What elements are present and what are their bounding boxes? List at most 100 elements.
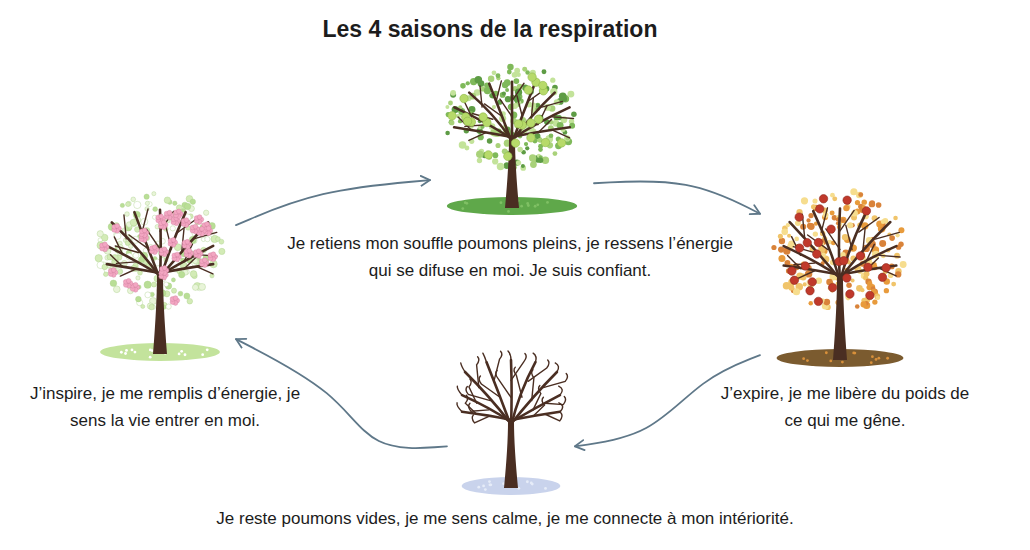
caption-box: Je retiens mon souffle poumons pleins, j…: [275, 230, 745, 284]
ground-dot: [870, 361, 873, 364]
leaf: [502, 82, 508, 88]
leaf: [475, 76, 483, 84]
tree-twig: [496, 371, 511, 398]
ground-dot: [124, 352, 127, 355]
leaf: [786, 223, 790, 227]
leaf: [126, 201, 131, 206]
tree-branch: [813, 211, 840, 281]
ground-dot: [125, 349, 128, 352]
tree-twig: [545, 413, 562, 421]
tree-trunk: [153, 275, 167, 354]
fruit: [878, 273, 886, 281]
fruit: [846, 290, 854, 298]
leaf: [879, 240, 886, 247]
ground-dot: [489, 483, 492, 486]
fruit: [864, 263, 872, 271]
leaf: [203, 210, 208, 215]
fruit: [534, 115, 542, 123]
leaf: [445, 131, 450, 136]
tree-twig: [528, 360, 549, 381]
season-tree: Je retiens mon souffle poumons pleins, j…: [438, 60, 586, 218]
leaf: [97, 231, 103, 237]
leaf: [876, 296, 881, 301]
leaf: [847, 222, 853, 228]
branch-curl: [461, 363, 465, 372]
leaf: [846, 283, 851, 288]
ground-dot: [180, 350, 183, 353]
leaf: [184, 203, 190, 209]
tree-twig: [511, 354, 526, 381]
ground-dot: [531, 483, 534, 486]
leaf: [166, 304, 171, 309]
fruit: [479, 113, 487, 121]
leaf: [500, 92, 506, 98]
tree-twig: [197, 267, 213, 274]
tree-branch: [487, 362, 511, 426]
leaf: [806, 218, 810, 222]
caption-box: J’expire, je me libère du poids de ce qu…: [714, 380, 976, 434]
leaf: [524, 142, 528, 146]
leaf: [492, 105, 496, 109]
tree-twig: [480, 86, 482, 107]
ground-dot: [500, 201, 503, 204]
leaf: [884, 288, 889, 293]
tree-twig: [533, 397, 544, 416]
leaf: [219, 239, 224, 244]
leaf: [779, 238, 785, 244]
branch-curl: [483, 353, 487, 362]
ground-dot: [875, 358, 878, 361]
tree-twig: [469, 133, 486, 141]
leaf: [173, 201, 177, 205]
leaf: [131, 197, 136, 202]
leaf: [514, 68, 520, 74]
blossom-petal: [111, 268, 116, 273]
leaf: [184, 293, 190, 299]
tree-twig: [484, 104, 501, 116]
fruit: [795, 244, 803, 252]
ground-dot: [536, 203, 539, 206]
leaf: [808, 223, 815, 230]
ground-dot: [131, 349, 134, 352]
leaf: [178, 291, 183, 296]
fruit: [511, 139, 519, 147]
branch-curl: [559, 403, 563, 412]
leaf: [164, 282, 169, 287]
leaf: [171, 288, 176, 293]
tree-branch: [469, 93, 512, 141]
leaf: [492, 158, 498, 164]
leaf: [813, 231, 818, 236]
blossom-petal: [211, 252, 216, 257]
fruit: [463, 117, 471, 125]
leaf: [487, 138, 493, 144]
diagram-title: Les 4 saisons de la respiration: [240, 16, 740, 43]
leaf: [793, 288, 800, 295]
blossom-petal: [161, 220, 166, 225]
fruit: [527, 134, 535, 142]
leaf: [144, 194, 149, 199]
caption-box: J’inspire, je me remplis d’énergie, je s…: [23, 380, 307, 434]
leaf: [141, 304, 145, 308]
leaf: [145, 201, 149, 205]
blossom-petal: [176, 209, 181, 214]
fruit: [843, 274, 851, 282]
leaf: [164, 197, 170, 203]
leaf: [460, 83, 466, 89]
ground-dot: [546, 201, 549, 204]
tree-twig: [184, 257, 196, 269]
tree-branch: [840, 246, 896, 277]
leaf: [492, 70, 497, 75]
leaf: [841, 218, 845, 222]
leaf: [894, 253, 900, 259]
leaf: [869, 201, 875, 207]
fruit: [803, 239, 811, 247]
fruit: [814, 238, 822, 246]
leaf: [807, 223, 813, 229]
leaf: [781, 229, 788, 236]
ground-dot: [149, 348, 152, 351]
leaf: [900, 261, 907, 268]
leaf: [876, 202, 882, 208]
branch-curl: [508, 351, 511, 360]
tree-twig: [865, 244, 874, 263]
leaf: [567, 91, 574, 98]
